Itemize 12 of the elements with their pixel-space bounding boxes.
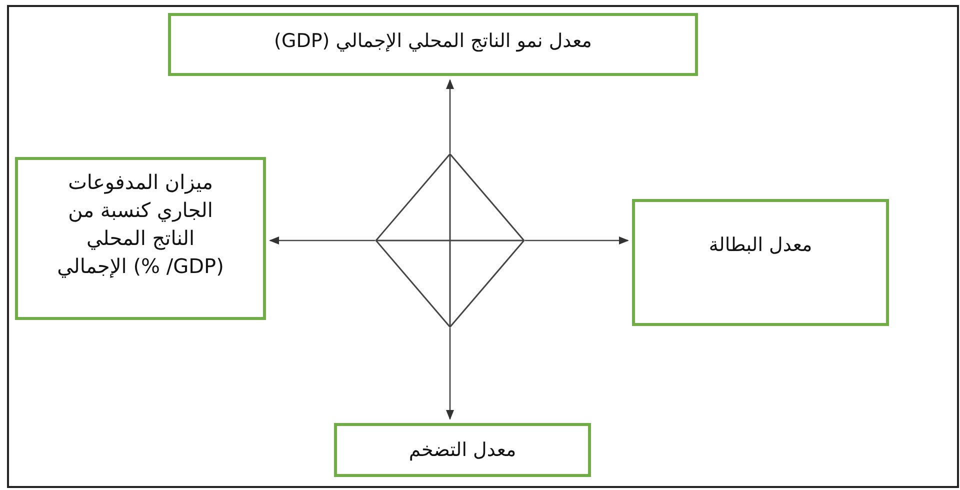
box-label: معدل البطالة: [708, 233, 812, 258]
arrow: [525, 236, 629, 244]
box-label: معدل التضخم: [408, 438, 516, 463]
arrow: [446, 79, 454, 153]
text-box: [15, 157, 266, 320]
text-box: [632, 199, 889, 326]
box-label: معدل نمو الناتج المحلي الإجمالي (GDP): [274, 29, 592, 54]
arrow: [269, 236, 375, 244]
text-box: [168, 13, 698, 76]
arrow: [446, 328, 454, 420]
box-label: ميزان المدفوعات الجاري كنسبة من الناتج المحلي الإجمالي (% /GDP): [56, 169, 225, 280]
text-box: [334, 423, 591, 477]
